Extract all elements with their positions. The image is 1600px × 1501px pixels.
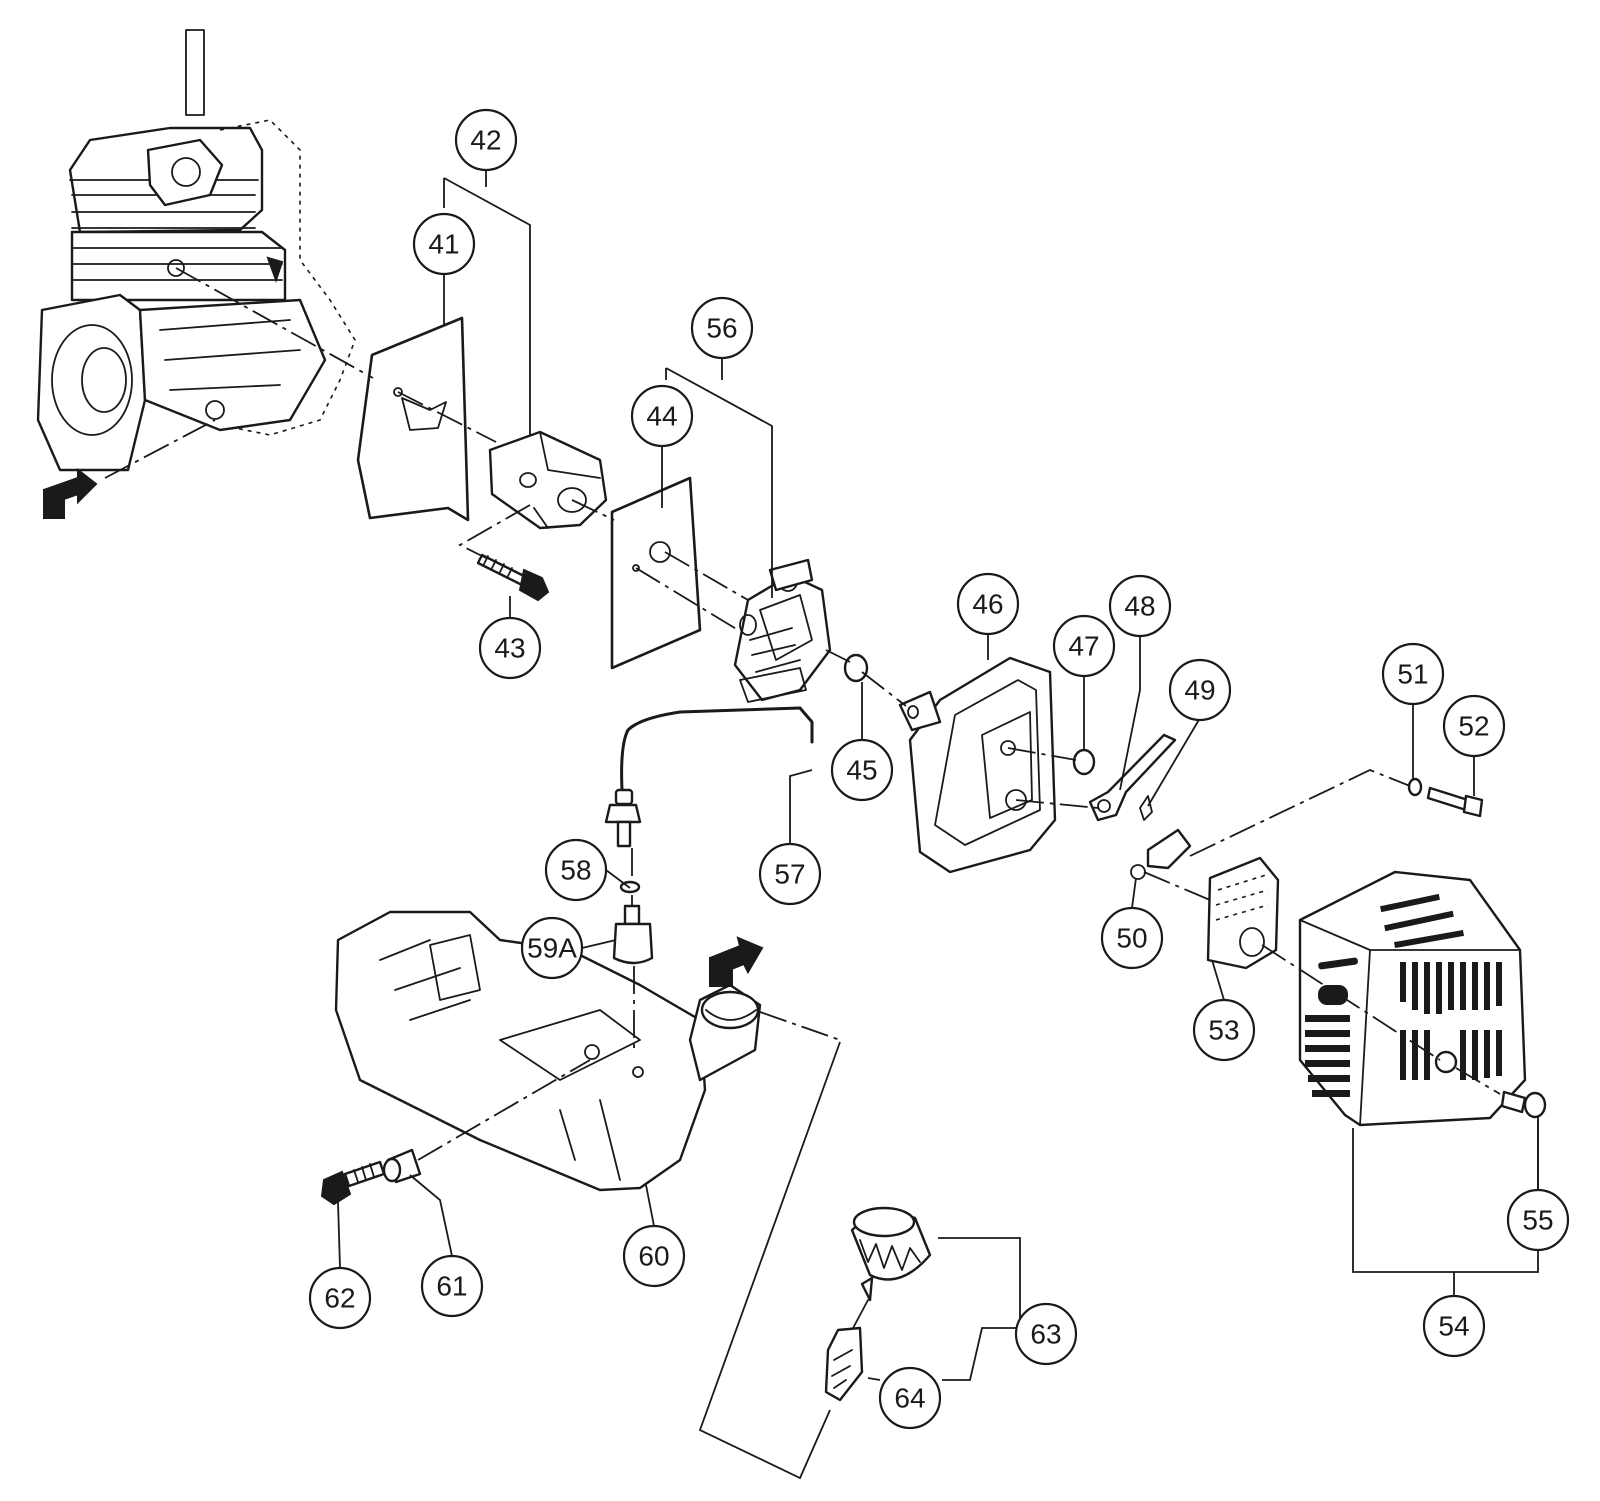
callout-53: 53 (1192, 998, 1256, 1062)
air-filter-element-53 (1206, 856, 1280, 970)
callout-49: 49 (1168, 658, 1232, 722)
insulator-42 (488, 430, 608, 530)
callout-48-label: 48 (1124, 591, 1155, 622)
callout-47: 47 (1052, 614, 1116, 678)
choke-lever-48 (1088, 733, 1177, 822)
spring-49 (1139, 795, 1153, 821)
callout-44: 44 (630, 384, 694, 448)
assembly-direction-arrow-left (43, 467, 98, 519)
callout-47-label: 47 (1068, 631, 1099, 662)
engine-cylinder-crankcase (36, 29, 356, 472)
callout-59a-label: 59A (527, 933, 577, 964)
callout-52: 52 (1442, 694, 1506, 758)
fuel-cap-insert-64 (824, 1276, 874, 1402)
clip-50 (1130, 828, 1192, 880)
callout-58-label: 58 (560, 855, 591, 886)
callout-43-label: 43 (494, 633, 525, 664)
callout-60-label: 60 (638, 1241, 669, 1272)
callout-53-label: 53 (1208, 1015, 1239, 1046)
callout-52-label: 52 (1458, 711, 1489, 742)
tank-cap-63 (850, 1206, 932, 1281)
callout-50: 50 (1100, 906, 1164, 970)
callout-50-label: 50 (1116, 923, 1147, 954)
callout-56: 56 (690, 296, 754, 360)
gasket-41 (356, 316, 470, 522)
callout-57: 57 (758, 842, 822, 906)
washer-51 (1407, 777, 1423, 797)
callout-51: 51 (1381, 642, 1445, 706)
callout-64: 64 (878, 1366, 942, 1430)
callout-60: 60 (622, 1224, 686, 1288)
damper-61 (382, 1148, 422, 1184)
callout-58: 58 (544, 838, 608, 902)
leader-lines (337, 168, 1539, 1480)
fuel-filter-59a (612, 904, 654, 965)
callout-43: 43 (478, 616, 542, 680)
bolt-52 (1426, 786, 1484, 818)
fuel-tank-60 (334, 910, 762, 1192)
callout-49-label: 49 (1184, 675, 1215, 706)
callout-46: 46 (956, 572, 1020, 636)
callout-55-label: 55 (1522, 1205, 1553, 1236)
collar-47 (1072, 748, 1096, 776)
callout-44-label: 44 (646, 401, 677, 432)
callout-55: 55 (1506, 1188, 1570, 1252)
callout-61: 61 (420, 1254, 484, 1318)
callout-41-label: 41 (428, 229, 459, 260)
screw-55 (1500, 1090, 1547, 1119)
callout-54: 54 (1422, 1294, 1486, 1358)
air-cleaner-case-46 (898, 656, 1057, 874)
callout-64-label: 64 (894, 1383, 925, 1414)
callout-42: 42 (454, 108, 518, 172)
callout-63-label: 63 (1030, 1319, 1061, 1350)
o-ring-45 (843, 653, 869, 683)
callout-59a: 59A (520, 916, 584, 980)
callout-57-label: 57 (774, 859, 805, 890)
callout-41: 41 (412, 212, 476, 276)
fuel-pipe-57 (604, 706, 814, 848)
carburetor-56 (733, 558, 832, 703)
air-cleaner-cover-54 (1298, 870, 1527, 1127)
callout-45-label: 45 (846, 755, 877, 786)
callout-45: 45 (830, 738, 894, 802)
bolt-43 (476, 553, 550, 602)
callout-48: 48 (1108, 574, 1172, 638)
callout-62: 62 (308, 1266, 372, 1330)
bolt-62 (320, 1160, 386, 1206)
assembly-direction-arrow-tank (708, 936, 764, 987)
callout-61-label: 61 (436, 1271, 467, 1302)
callout-63: 63 (1014, 1302, 1078, 1366)
callout-62-label: 62 (324, 1283, 355, 1314)
assembly-axis-lines (104, 267, 1501, 1161)
gasket-44 (610, 476, 702, 670)
callout-56-label: 56 (706, 313, 737, 344)
callout-54-label: 54 (1438, 1311, 1469, 1342)
callout-42-label: 42 (470, 125, 501, 156)
callout-51-label: 51 (1397, 659, 1428, 690)
callout-46-label: 46 (972, 589, 1003, 620)
